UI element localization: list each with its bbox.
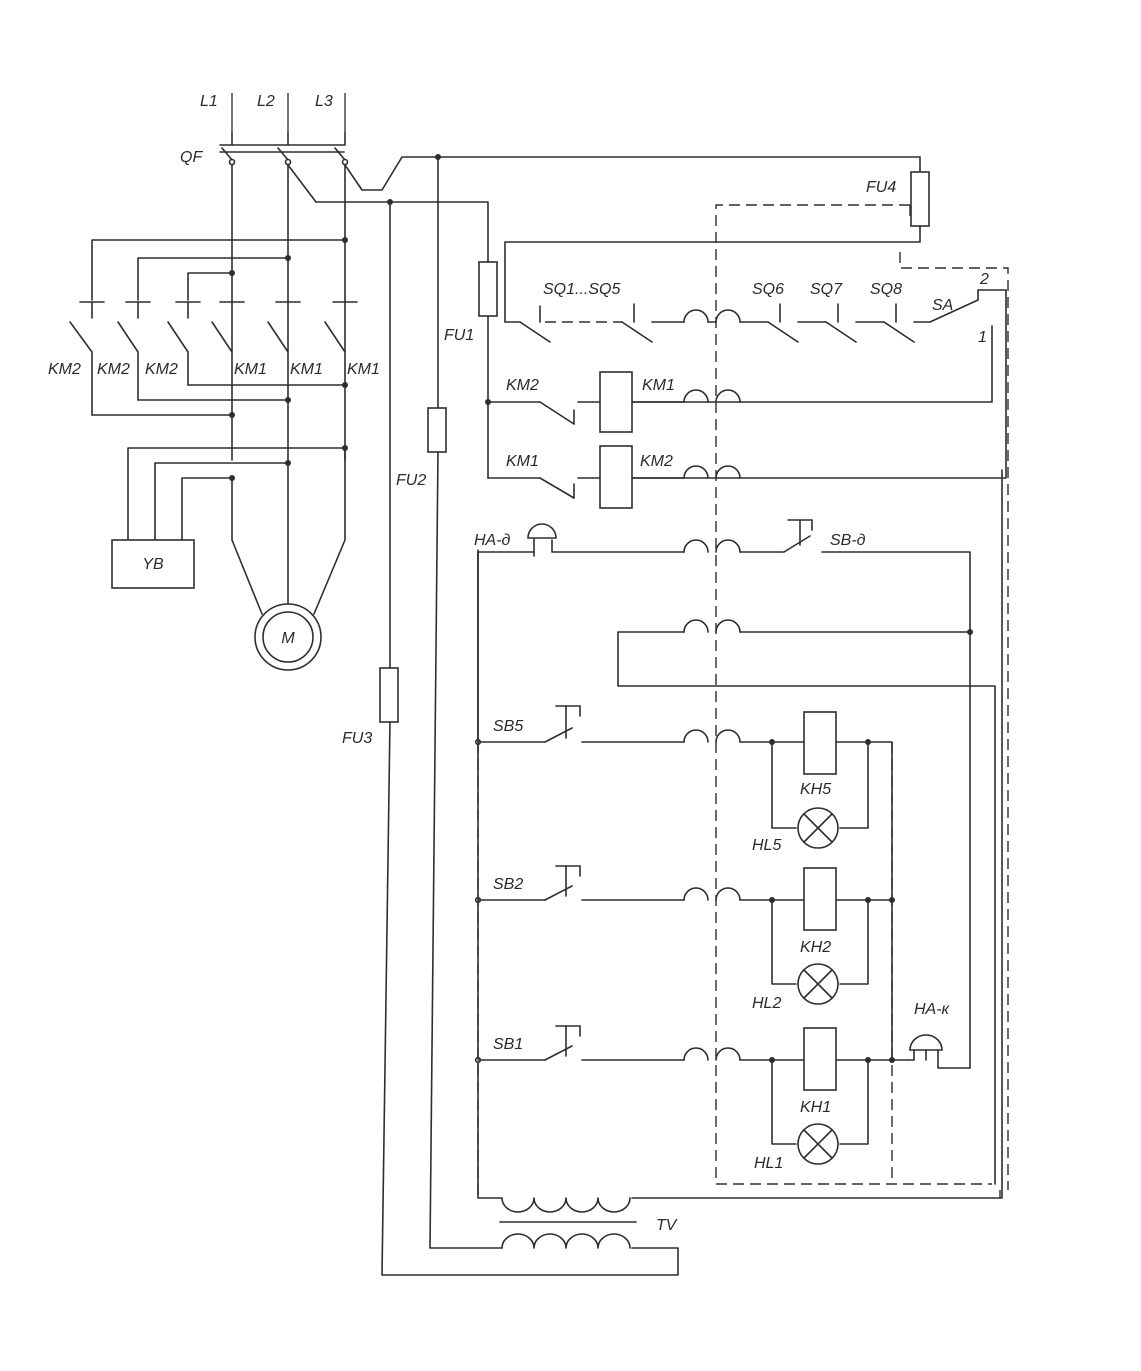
call-rung-sb1: SB1 KH1 HL1: [474, 899, 909, 1172]
sa-label: SA: [932, 297, 953, 314]
sb2-label: SB2: [493, 876, 523, 893]
rung-km1-coil: KM2 KM1: [485, 371, 741, 433]
km1-label-b: KM1: [290, 361, 323, 378]
tv-transformer: TV: [477, 469, 1003, 1249]
kh1-relay-coil: [803, 1027, 837, 1091]
l2-label: L2: [257, 93, 275, 110]
km1-label-c: KM1: [347, 361, 380, 378]
fu3-fuse: FU3: [342, 667, 399, 747]
fu4-label: FU4: [866, 179, 896, 196]
hl5-label: HL5: [752, 837, 781, 854]
kh2-relay-coil: [803, 867, 837, 931]
control-circuit-lower: HA-д SB-д: [474, 519, 996, 1185]
power-circuit: YB M L1 L2 L3 QF KM2 KM2 KM2 KM1 KM1 KM1: [48, 93, 921, 671]
kh5-label: KH5: [800, 781, 831, 798]
kh2-label: KH2: [800, 939, 831, 956]
km2-label-a: KM2: [48, 361, 81, 378]
call-rung-sb2: SB2 KH2 HL2: [474, 865, 895, 1012]
km2-power-contact-b: [117, 301, 151, 401]
sb5-label: SB5: [493, 718, 523, 735]
fu1-label: FU1: [444, 327, 474, 344]
rung2-contact-label: KM1: [506, 453, 539, 470]
l1-label: L1: [200, 93, 218, 110]
call-rung-sb5: SB5 KH5 HL5: [474, 705, 893, 901]
sq8-label: SQ8: [870, 281, 902, 298]
sq7-limit-switch: SQ7: [810, 281, 857, 343]
kh1-label: KH1: [800, 1099, 831, 1116]
fu1-fuse: FU1: [444, 261, 498, 479]
rung1-coil-label: KM1: [642, 377, 675, 394]
ha-k-label: HA-к: [914, 1001, 951, 1018]
l3-label: L3: [315, 93, 333, 110]
ha-k-bell: HA-к: [907, 1001, 971, 1069]
sb-d-pushbutton: SB-д: [783, 519, 866, 553]
sq1-sq5-label: SQ1...SQ5: [543, 281, 620, 298]
tv-label: TV: [656, 1217, 678, 1234]
sb1-label: SB1: [493, 1036, 523, 1053]
rung1-contact-label: KM2: [506, 377, 539, 394]
control-circuit-upper: FU4 FU1 SQ1...SQ5 SQ6: [444, 156, 1007, 509]
km1-power-contact-b: [267, 301, 301, 353]
sa-pos1-label: 1: [978, 329, 987, 346]
km1-power-contact-c: [324, 301, 358, 353]
fu3-label: FU3: [342, 730, 372, 747]
hl1-label: HL1: [754, 1155, 783, 1172]
km1-power-contact-a: [211, 301, 245, 353]
sq6-label: SQ6: [752, 281, 784, 298]
m-label: M: [281, 630, 295, 647]
yb-brake-box: YB: [111, 539, 195, 589]
rung2-coil-label: KM2: [640, 453, 673, 470]
km2-label-b: KM2: [97, 361, 130, 378]
dashed-boundaries: [477, 204, 1009, 1198]
ha-d-bell: HA-д: [474, 523, 557, 561]
rung-km2-coil: KM1 KM2: [487, 445, 741, 509]
sq7-label: SQ7: [810, 281, 843, 298]
sa-pos2-label: 2: [979, 271, 989, 288]
km2-power-contact-c: [167, 301, 201, 386]
sq6-limit-switch: SQ6: [752, 281, 799, 343]
sb-d-label: SB-д: [830, 532, 866, 549]
km1-coil: [599, 371, 633, 433]
ha-d-label: HA-д: [474, 532, 511, 549]
kh5-relay-coil: [803, 711, 837, 775]
qf-label: QF: [180, 149, 203, 166]
qf-circuit-breaker: [219, 131, 349, 461]
hl2-label: HL2: [752, 995, 781, 1012]
km2-power-contact-a: [69, 301, 105, 416]
sq8-limit-switch: SQ8: [870, 281, 915, 343]
fu2-fuse: FU2: [396, 407, 447, 489]
fu4-fuse: FU4: [504, 156, 930, 323]
km1-label-a: KM1: [234, 361, 267, 378]
fu2-label: FU2: [396, 472, 426, 489]
sa-selector-switch: SA 2 1: [631, 271, 1007, 403]
km2-coil: [599, 445, 633, 509]
m-motor: M: [254, 603, 322, 671]
sq1-sq5-limit-switches: SQ1...SQ5: [519, 281, 653, 343]
km2-label-c: KM2: [145, 361, 178, 378]
yb-label: YB: [142, 556, 164, 573]
